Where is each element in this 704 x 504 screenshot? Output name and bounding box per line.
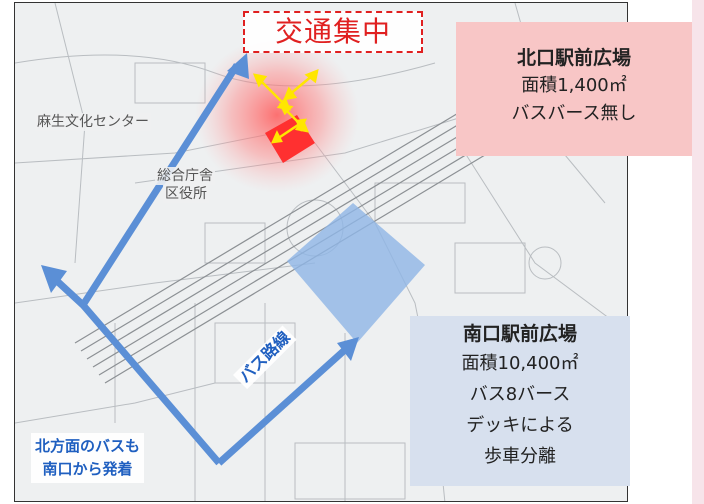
congestion-label: 交通集中 bbox=[243, 11, 423, 53]
map-drawing bbox=[15, 3, 627, 501]
south-plaza-bus-text: バス8バース bbox=[469, 384, 571, 405]
north-bus-note-line1: 北方面のバスも bbox=[35, 437, 141, 455]
map-label-ward-office: 区役所 bbox=[163, 185, 209, 203]
south-plaza-area bbox=[287, 203, 425, 343]
south-plaza-info: 南口駅前広場 面積10,400㎡ バス8バース デッキによる 歩車分離 bbox=[410, 316, 630, 486]
bus-route-lines bbox=[54, 63, 350, 466]
south-plaza-area-text: 面積10,400㎡ bbox=[461, 353, 579, 374]
arrow-head-icon bbox=[227, 53, 249, 79]
north-plaza-title: 北口駅前広場 bbox=[516, 47, 631, 69]
south-plaza-title: 南口駅前広場 bbox=[462, 323, 577, 345]
map-label-government-building: 総合庁舎 bbox=[155, 167, 215, 185]
south-plaza-deck-text: デッキによる bbox=[466, 415, 574, 436]
map-label-culture-center: 麻生文化センター bbox=[35, 113, 151, 131]
south-plaza-separation-text: 歩車分離 bbox=[484, 446, 556, 467]
double-arrow-icon bbox=[252, 68, 319, 144]
north-plaza-info: 北口駅前広場 面積1,400㎡ バスバース無し bbox=[456, 22, 692, 156]
slide-side-strip bbox=[692, 0, 704, 504]
congestion-glow bbox=[195, 37, 359, 193]
north-bus-note-line2: 南口から発着 bbox=[42, 460, 133, 478]
north-bus-note: 北方面のバスも 南口から発着 bbox=[31, 433, 145, 483]
north-plaza-bus-text: バスバース無し bbox=[511, 103, 637, 124]
arrow-head-icon bbox=[41, 265, 67, 293]
north-plaza-area-text: 面積1,400㎡ bbox=[521, 75, 627, 96]
arrow-head-icon bbox=[337, 337, 359, 361]
